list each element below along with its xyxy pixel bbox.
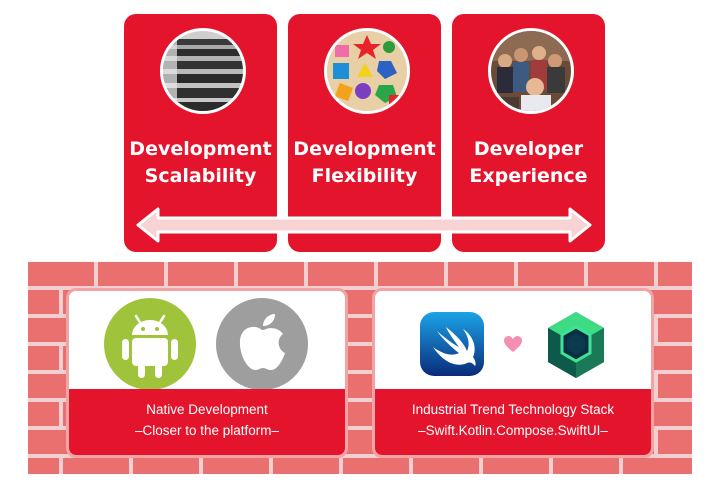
shape-puzzle-photo — [324, 28, 410, 114]
tech-stack-card: Industrial Trend Technology Stack –Swift… — [372, 288, 654, 458]
brick-row — [28, 262, 692, 290]
heart-icon — [504, 336, 522, 352]
stairs-photo — [160, 28, 246, 114]
pillar-title: Developer Experience — [469, 138, 588, 187]
tech-stack-label: Industrial Trend Technology Stack –Swift… — [375, 389, 651, 455]
pillar-development-flexibility: Development Flexibility — [288, 14, 441, 252]
team-photo — [488, 28, 574, 114]
apple-icon — [216, 298, 308, 390]
swift-icon — [420, 312, 484, 376]
pillar-title: Development Flexibility — [293, 138, 436, 187]
pillar-title: Development Scalability — [129, 138, 272, 187]
double-arrow-icon — [136, 207, 592, 243]
brick-row — [28, 458, 692, 474]
android-icon — [104, 298, 196, 390]
native-development-card: Native Development –Closer to the platfo… — [66, 288, 348, 458]
native-development-label: Native Development –Closer to the platfo… — [69, 389, 345, 455]
jetpack-compose-icon — [548, 312, 604, 378]
pillar-developer-experience: Developer Experience — [452, 14, 605, 252]
pillar-development-scalability: Development Scalability — [124, 14, 277, 252]
